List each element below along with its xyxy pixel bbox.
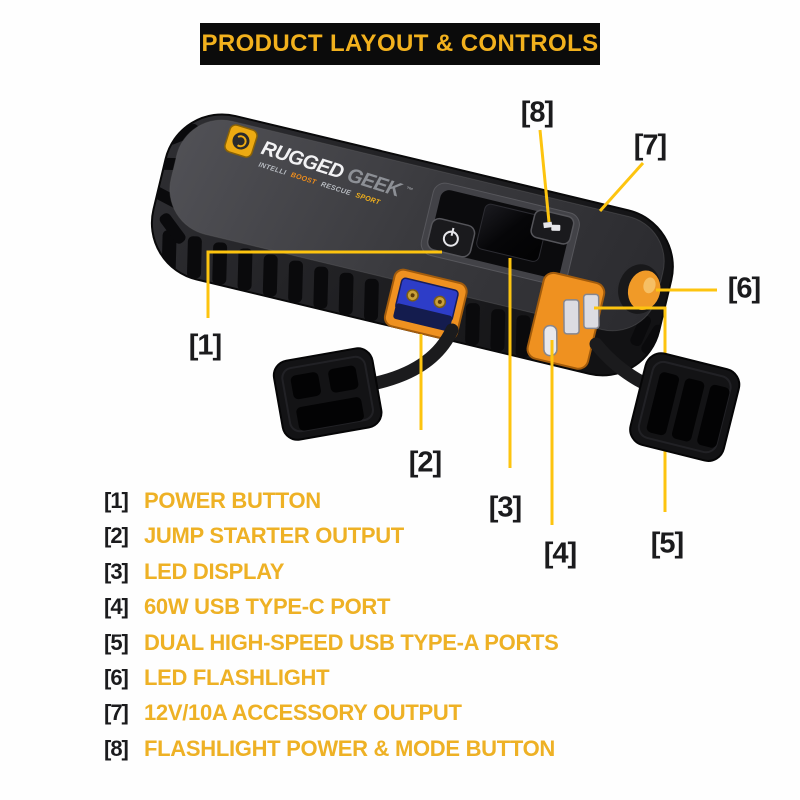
legend-item-label: LED FLASHLIGHT — [144, 664, 330, 690]
legend-item-label: FLASHLIGHT POWER & MODE BUTTON — [144, 735, 556, 761]
callout-line-7 — [598, 161, 645, 213]
usb-a-port-2 — [582, 293, 600, 330]
legend-item-number: [6] — [104, 664, 129, 690]
legend-item-label: 12V/10A ACCESSORY OUTPUT — [144, 700, 462, 726]
jump-starter-output-port — [383, 268, 468, 341]
brand-badge-emblem — [232, 132, 250, 150]
legend-item: [1] POWER BUTTON — [104, 483, 559, 518]
legend-item-label: DUAL HIGH-SPEED USB TYPE-A PORTS — [144, 629, 559, 655]
page-title: PRODUCT LAYOUT & CONTROLS — [201, 30, 599, 57]
control-panel — [420, 182, 580, 286]
legend-item-label: JUMP STARTER OUTPUT — [144, 523, 404, 549]
legend-item-label: 60W USB TYPE-C PORT — [144, 594, 391, 620]
callout-label-2: [2] — [408, 446, 442, 479]
usb-c-port — [542, 324, 558, 357]
legend: [1] POWER BUTTON [2] JUMP STARTER OUTPUT… — [104, 483, 559, 766]
legend-item-label: POWER BUTTON — [144, 488, 321, 513]
dust-cap-right — [629, 352, 741, 462]
legend-item-number: [3] — [104, 558, 129, 584]
flashlight-icon — [543, 221, 561, 231]
legend-item-number: [7] — [104, 700, 129, 726]
callout-label-4: [4] — [543, 537, 577, 570]
usb-port-panel — [526, 271, 606, 370]
connector-pin-hole — [437, 299, 442, 304]
callout-label-7: [7] — [633, 129, 667, 162]
callout-label-5: [5] — [650, 527, 684, 560]
legend-item: [7] 12V/10A ACCESSORY OUTPUT — [104, 695, 559, 730]
legend-item-label: LED DISPLAY — [144, 558, 285, 584]
callout-label-1: [1] — [188, 329, 222, 362]
led-display — [476, 203, 548, 262]
legend-item-number: [5] — [104, 629, 129, 655]
legend-item: [4] 60W USB TYPE-C PORT — [104, 589, 559, 624]
flashlight-highlight — [643, 277, 656, 294]
dust-cap-left — [272, 347, 383, 441]
title-banner: PRODUCT LAYOUT & CONTROLS — [200, 23, 600, 65]
legend-item-number: [8] — [104, 735, 129, 761]
legend-item-number: [2] — [104, 523, 129, 549]
connector-pin-hole — [410, 293, 415, 298]
legend-item: [3] LED DISPLAY — [104, 554, 559, 589]
callout-line-8 — [538, 129, 551, 223]
legend-item: [2] JUMP STARTER OUTPUT — [104, 518, 559, 553]
callout-label-6: [6] — [727, 272, 761, 305]
usb-a-port-1 — [563, 299, 580, 335]
callout-label-8: [8] — [520, 96, 554, 129]
dust-cap-strap-left — [365, 323, 459, 391]
brand-badge-swirl — [236, 135, 247, 148]
power-icon — [442, 227, 459, 247]
flashlight-mode-button — [530, 209, 575, 245]
trademark-symbol: ™ — [405, 186, 414, 195]
connector-base — [393, 303, 453, 332]
led-flashlight — [618, 264, 661, 314]
legend-item-number: [4] — [104, 594, 129, 620]
callout-line-1 — [206, 250, 442, 318]
power-button — [426, 217, 476, 258]
legend-item: [6] LED FLASHLIGHT — [104, 660, 559, 695]
callout-label-3: [3] — [488, 491, 522, 524]
legend-item: [8] FLASHLIGHT POWER & MODE BUTTON — [104, 731, 559, 766]
legend-item: [5] DUAL HIGH-SPEED USB TYPE-A PORTS — [104, 625, 559, 660]
legend-item-number: [1] — [104, 488, 129, 513]
